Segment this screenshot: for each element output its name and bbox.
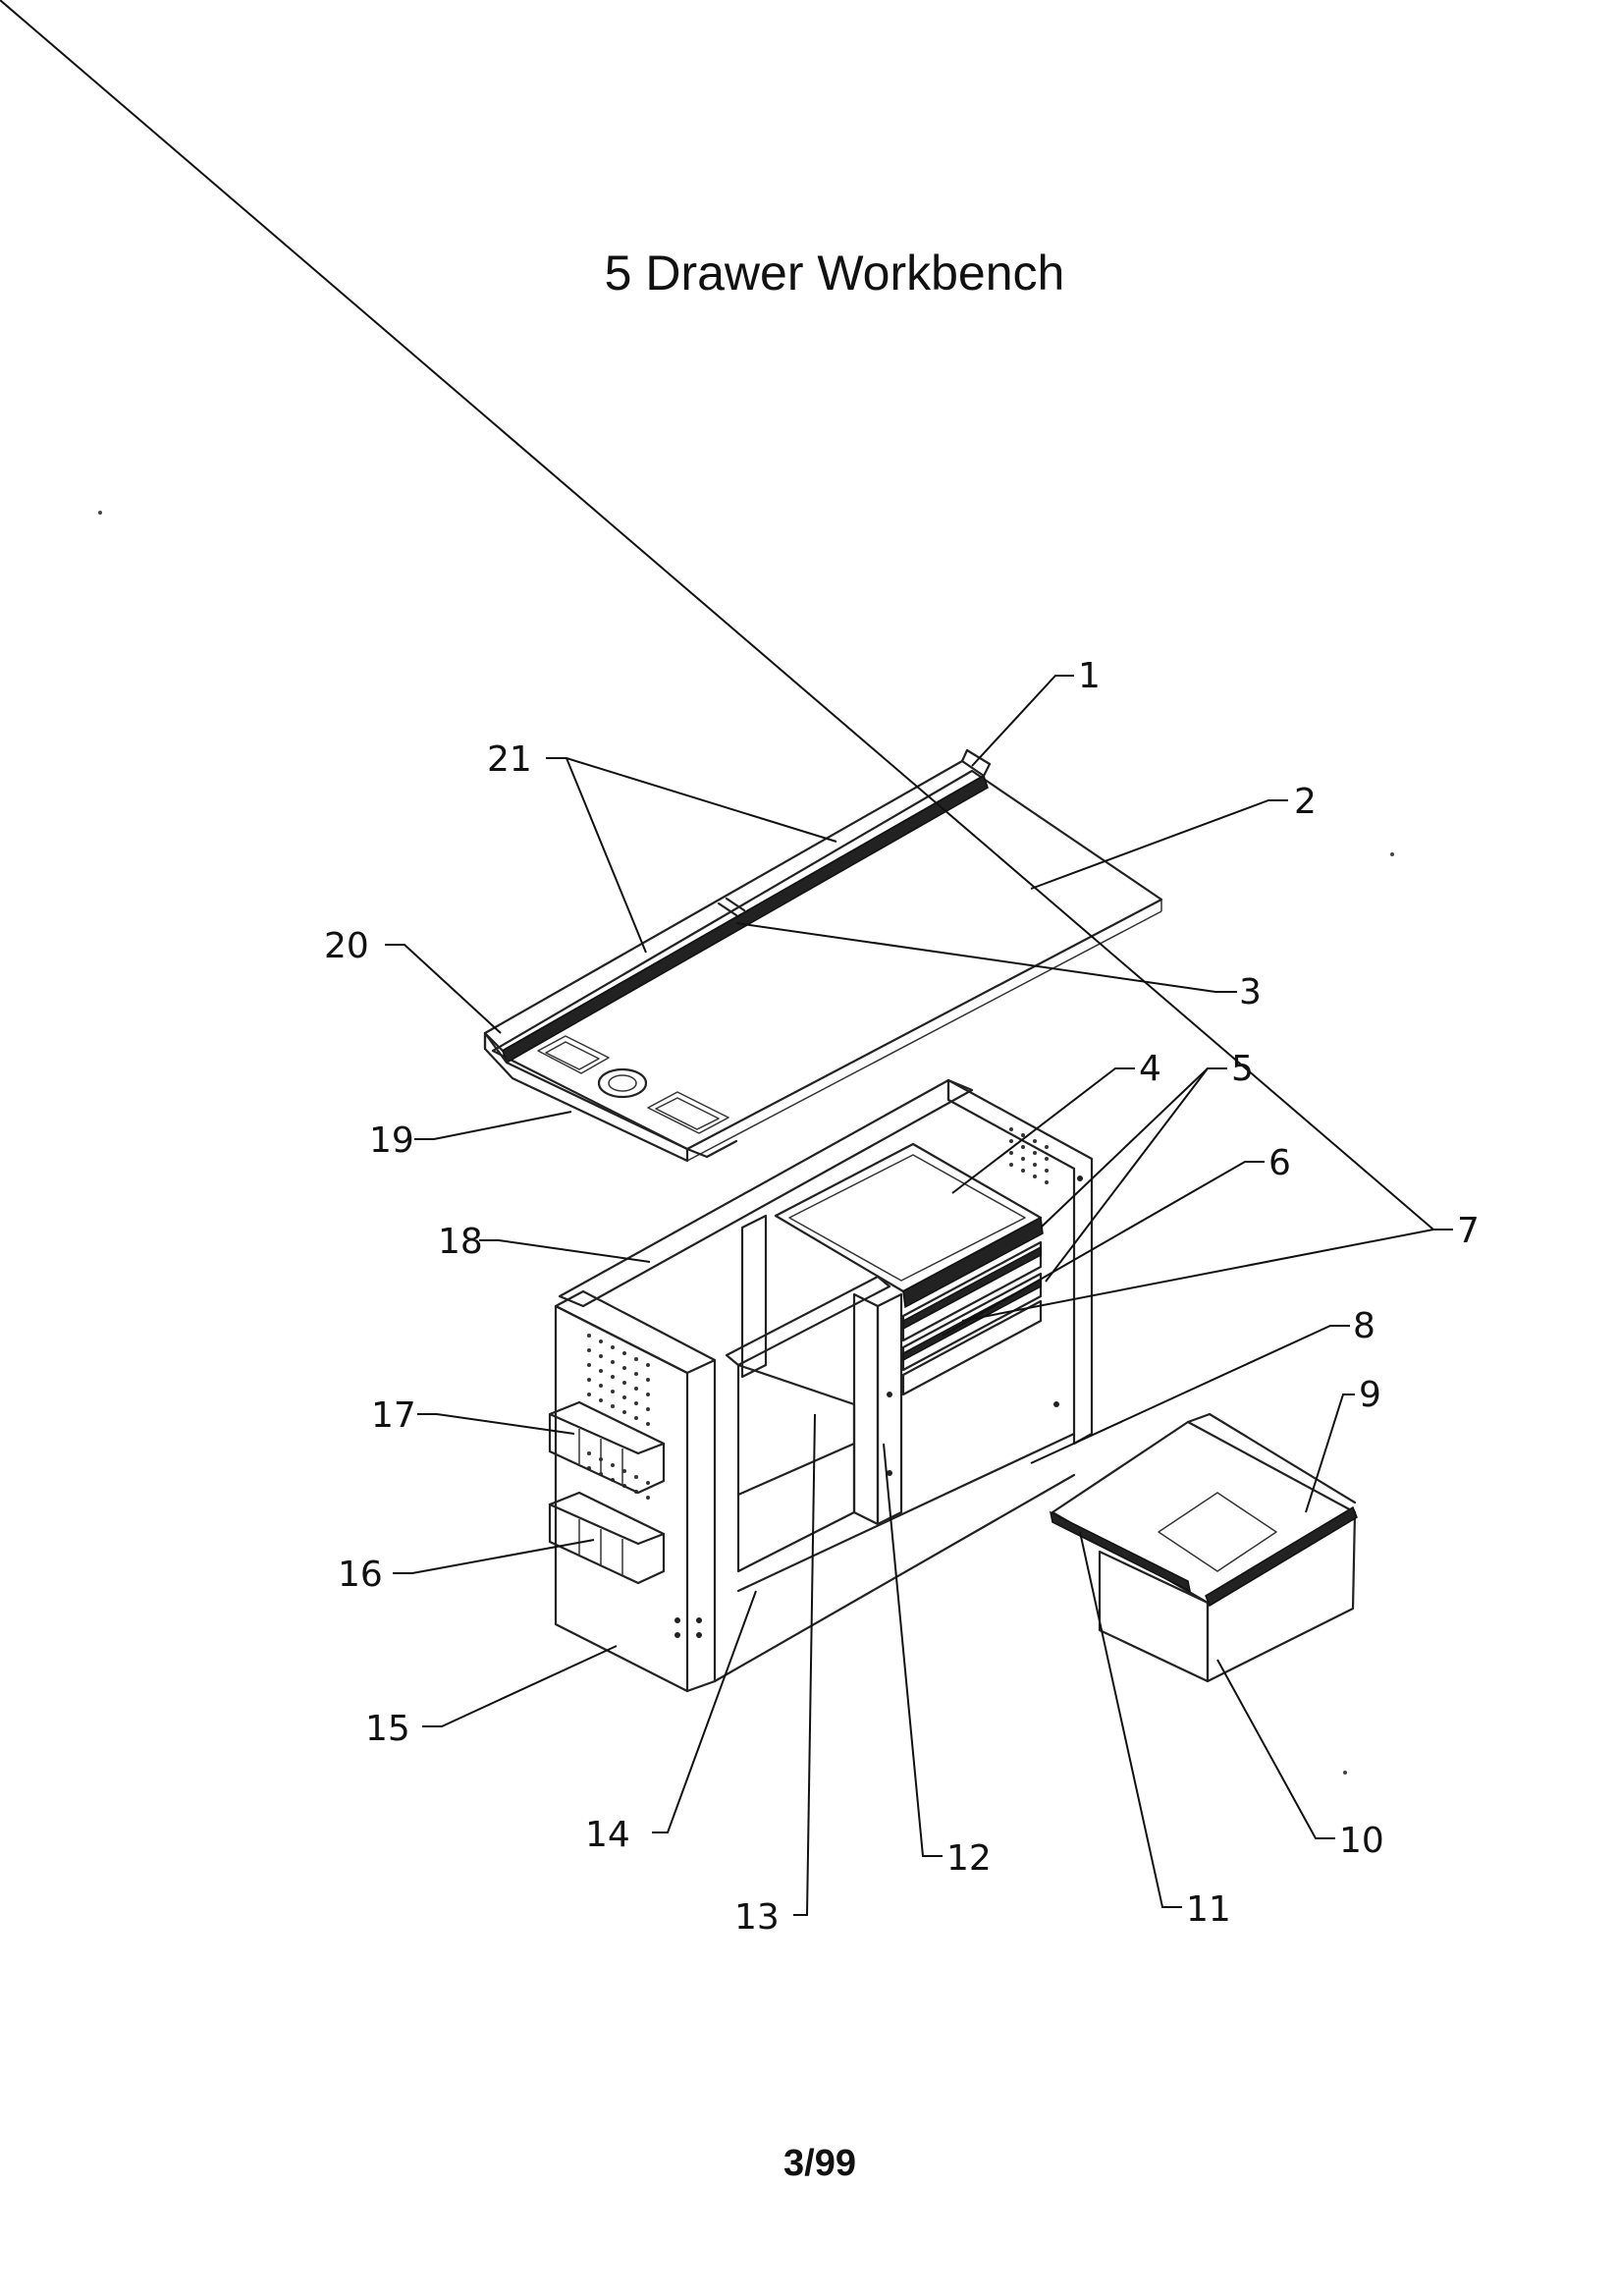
- callout-9: 9: [1359, 1375, 1381, 1415]
- callout-20: 20: [324, 926, 369, 966]
- callout-14: 14: [585, 1815, 630, 1855]
- leader-lines: [0, 0, 1453, 1916]
- callout-19: 19: [369, 1121, 414, 1161]
- callout-10: 10: [1339, 1821, 1384, 1861]
- callout-21: 21: [487, 739, 532, 780]
- callout-6: 6: [1268, 1143, 1291, 1183]
- callout-labels: 1 2 3 4 5 6 7 8 9 10 11 12 13 14 15 16 1…: [324, 656, 1480, 1938]
- callout-11: 11: [1186, 1889, 1231, 1930]
- callout-1: 1: [1078, 656, 1101, 696]
- callout-2: 2: [1294, 782, 1317, 822]
- scan-speck: [1343, 1771, 1347, 1775]
- callout-17: 17: [371, 1395, 416, 1436]
- detached-drawer: [1049, 1412, 1358, 1683]
- callout-15: 15: [365, 1709, 410, 1749]
- scan-speck: [1390, 852, 1394, 856]
- callout-5: 5: [1231, 1049, 1254, 1089]
- scan-speck: [98, 511, 102, 515]
- workbench-top: [483, 748, 1163, 1163]
- callout-12: 12: [946, 1838, 992, 1879]
- callout-8: 8: [1353, 1306, 1375, 1346]
- callout-16: 16: [338, 1555, 383, 1595]
- page-footer: 3/99: [783, 2143, 856, 2184]
- callout-3: 3: [1239, 972, 1262, 1012]
- callout-7: 7: [1457, 1211, 1480, 1251]
- diagram-title: 5 Drawer Workbench: [605, 246, 1065, 301]
- workbench-cabinet: [548, 1078, 1094, 1693]
- callout-4: 4: [1139, 1049, 1161, 1089]
- callout-18: 18: [438, 1222, 483, 1262]
- callout-13: 13: [734, 1897, 780, 1938]
